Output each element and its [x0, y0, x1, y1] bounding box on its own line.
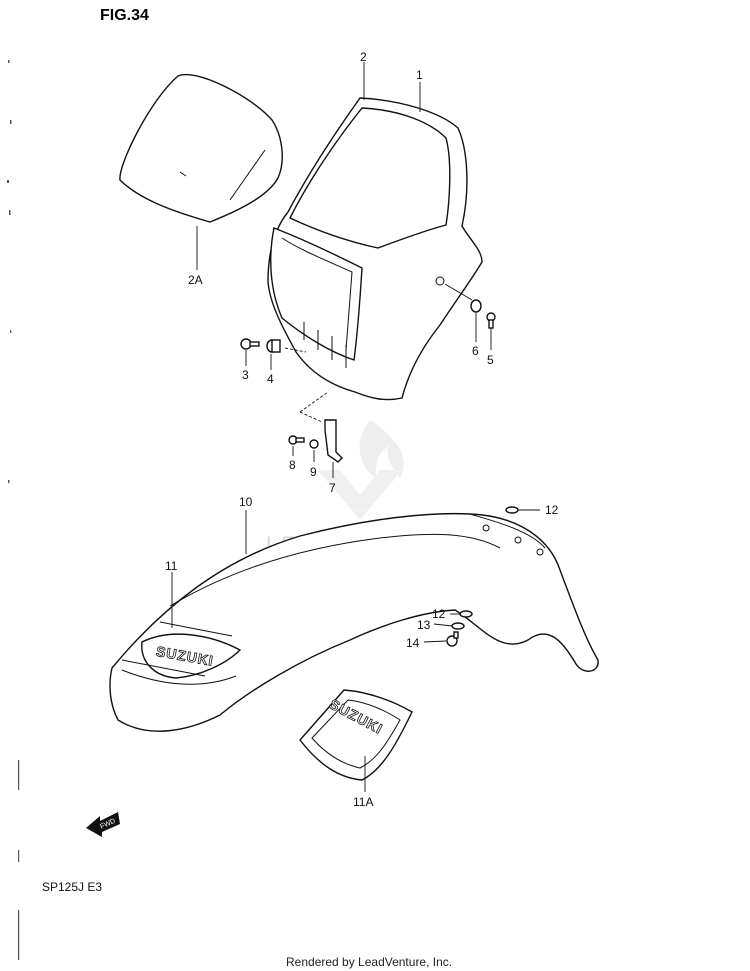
footer-credit: Rendered by LeadVenture, Inc.: [286, 955, 452, 969]
visor-2a: [119, 73, 283, 223]
grommet-4: [266, 339, 281, 353]
bolt-14: [446, 631, 459, 647]
grommet-6: [470, 299, 482, 313]
callout-8: 8: [289, 458, 296, 472]
callout-2: 2: [360, 50, 367, 64]
leader-7-dash: [299, 391, 329, 423]
callout-7: 7: [329, 481, 336, 495]
headlight-housing: [267, 97, 483, 401]
nut-12-side: [459, 610, 473, 618]
washer-13: [451, 622, 465, 630]
leader-mount: [444, 283, 473, 301]
callout-12-side: 12: [432, 607, 446, 621]
bolt-5: [486, 312, 496, 329]
nut-12-top: [505, 506, 519, 514]
bolt-3: [240, 338, 260, 350]
callout-13: 13: [417, 618, 431, 632]
callout-4: 4: [267, 372, 274, 386]
callout-1: 1: [416, 68, 423, 82]
washer-9: [309, 439, 319, 449]
callout-10: 10: [239, 495, 253, 509]
callout-14: 14: [406, 636, 420, 650]
bolt-8: [288, 435, 305, 445]
leader-13: [433, 623, 453, 627]
model-code: SP125J E3: [42, 880, 102, 894]
callout-11a: 11A: [353, 795, 373, 809]
front-fender: [109, 512, 599, 732]
callout-11: 11: [165, 559, 178, 573]
margin-marks: [7, 60, 20, 960]
callout-3: 3: [242, 368, 249, 382]
callout-9: 9: [310, 465, 317, 479]
leader-3-4: [284, 347, 307, 353]
watermark-logo: [318, 420, 404, 520]
figure-title: FIG.34: [100, 7, 149, 24]
callout-2a: 2A: [188, 273, 203, 287]
decal-11a: [299, 689, 413, 781]
leader-14: [423, 640, 447, 643]
forward-arrow-icon: [86, 812, 120, 837]
callout-5: 5: [487, 353, 494, 367]
bracket-7: [324, 419, 343, 463]
callout-6: 6: [472, 344, 479, 358]
callout-12-top: 12: [545, 503, 559, 517]
